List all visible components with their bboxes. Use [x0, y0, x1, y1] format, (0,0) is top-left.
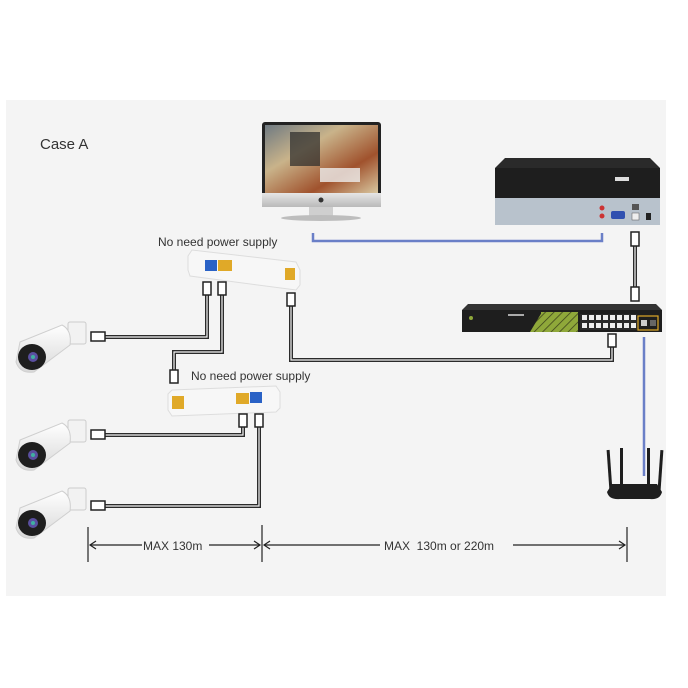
case-title: Case A — [40, 136, 88, 153]
poe-switch-icon — [462, 304, 662, 332]
camera-icon — [15, 487, 87, 539]
poe-splitter-bottom — [167, 385, 281, 417]
splitter-top-label: No need power supply — [158, 235, 277, 249]
switch-splitter-cable — [286, 292, 617, 362]
poe-splitter-top — [187, 249, 301, 291]
monitor-icon — [262, 122, 381, 221]
measurement-label-1: MAX 130m — [143, 539, 202, 553]
measurement-label-2: MAX 130m or 220m — [384, 539, 494, 553]
nvr-switch-cable — [630, 231, 640, 302]
splitter-bottom-label: No need power supply — [191, 369, 310, 383]
hdmi-link-line — [311, 233, 604, 243]
camera-icon — [15, 419, 87, 471]
nvr-icon — [495, 158, 660, 225]
dimension-markers — [87, 525, 628, 562]
camera-icon — [15, 321, 87, 373]
splitter-bottom-cables — [90, 413, 264, 511]
router-icon — [606, 448, 664, 500]
splitter-top-cables — [90, 281, 227, 384]
